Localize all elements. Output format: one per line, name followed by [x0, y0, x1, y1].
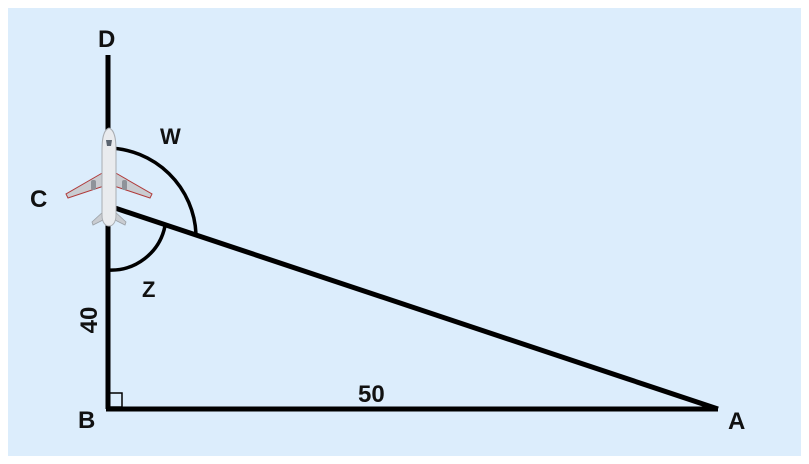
diagram-background — [8, 8, 801, 456]
right-angle-marker — [107, 392, 123, 408]
angle-label-w: W — [160, 124, 181, 149]
point-label-c: C — [30, 186, 47, 213]
side-label-ba: 50 — [358, 381, 385, 408]
angle-w-arc — [107, 146, 198, 235]
point-label-b: B — [78, 407, 95, 434]
side-label-bc: 40 — [76, 307, 103, 334]
angle-label-z: Z — [142, 277, 155, 302]
line-ca — [111, 204, 719, 412]
point-label-a: A — [728, 408, 745, 435]
angle-z-arc — [107, 225, 167, 272]
airplane-icon — [65, 127, 153, 227]
point-label-d: D — [98, 26, 115, 53]
